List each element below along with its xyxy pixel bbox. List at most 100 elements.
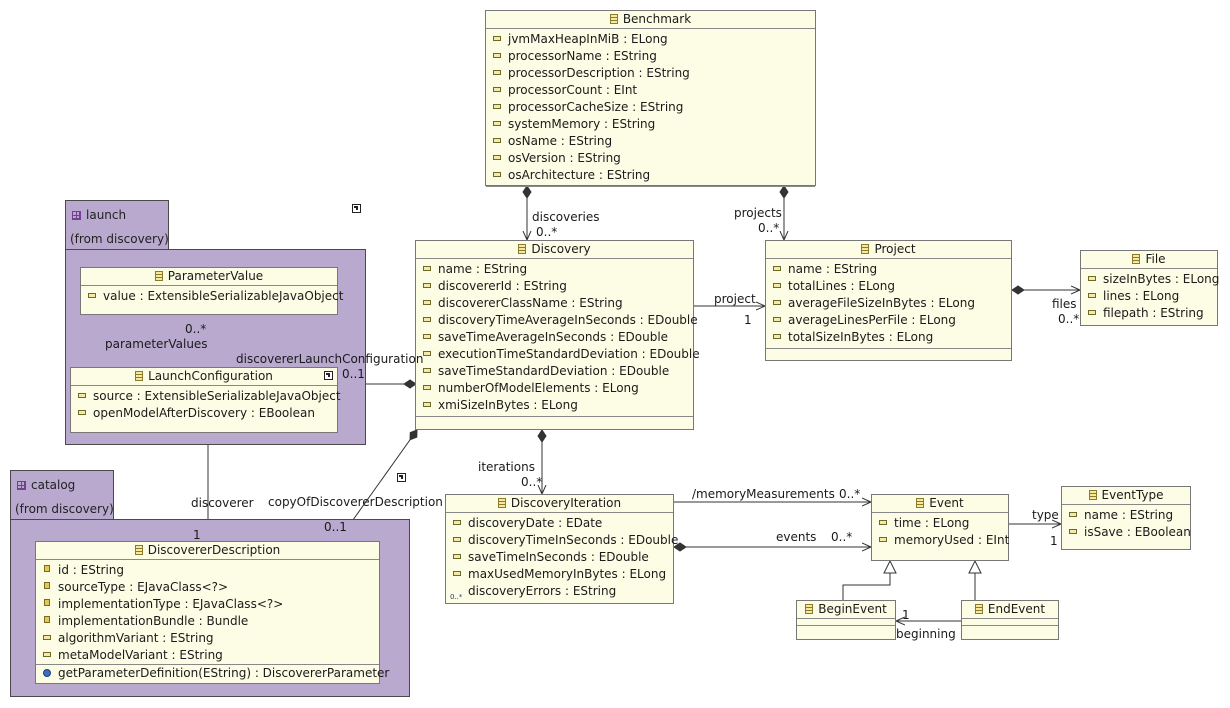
- class-discovererdescription[interactable]: DiscovererDescription id : EString sourc…: [35, 541, 389, 684]
- attribute-list: time : ELong memoryUsed : EInt: [872, 513, 1009, 551]
- attribute[interactable]: source : ExtensibleSerializableJavaObjec…: [71, 388, 341, 405]
- class-discoveryiteration[interactable]: DiscoveryIteration discoveryDate : EDate…: [445, 494, 678, 606]
- attribute[interactable]: value : ExtensibleSerializableJavaObject: [81, 288, 343, 305]
- class-endevent[interactable]: EndEvent: [961, 600, 1059, 640]
- generalization-beginevent[interactable]: [842, 573, 891, 600]
- label-events: events: [776, 530, 817, 544]
- label-discoveries-mult: 0..*: [536, 225, 558, 239]
- attribute[interactable]: totalLines : ELong: [766, 278, 1011, 295]
- operations-compartment: [486, 186, 815, 197]
- attribute[interactable]: osVersion : EString: [486, 150, 815, 167]
- class-name: Event: [929, 496, 964, 510]
- attribute[interactable]: metaModelVariant : EString: [36, 647, 379, 664]
- label-copyofdiscovererdescription: copyOfDiscovererDescription: [268, 495, 443, 509]
- eclass-icon: [861, 244, 870, 254]
- attribute[interactable]: saveTimeInSeconds : EDouble: [446, 549, 673, 566]
- class-launchconfiguration[interactable]: LaunchConfiguration source : ExtensibleS…: [70, 367, 341, 433]
- operations-compartment: getParameterDefinition(EString) : Discov…: [36, 664, 389, 682]
- attribute[interactable]: averageFileSizeInBytes : ELong: [766, 295, 1011, 312]
- label-beginning: beginning: [896, 627, 956, 641]
- attribute[interactable]: xmiSizeInBytes : ELong: [416, 397, 693, 414]
- attribute-list: name : EString isSave : EBoolean: [1062, 505, 1191, 543]
- class-name: Discovery: [531, 242, 591, 256]
- label-iterations: iterations: [478, 460, 535, 474]
- attribute[interactable]: isSave : EBoolean: [1062, 524, 1191, 541]
- package-catalog-from: (from discovery): [15, 502, 114, 516]
- eclass-icon: [518, 244, 527, 254]
- attribute[interactable]: numberOfModelElements : ELong: [416, 380, 693, 397]
- attribute[interactable]: sizeInBytes : ELong: [1081, 271, 1219, 288]
- attribute[interactable]: processorCacheSize : EString: [486, 99, 815, 116]
- operation[interactable]: getParameterDefinition(EString) : Discov…: [36, 665, 389, 682]
- attribute[interactable]: averageLinesPerFile : ELong: [766, 312, 1011, 329]
- attribute[interactable]: openModelAfterDiscovery : EBoolean: [71, 405, 337, 422]
- attribute[interactable]: discoveryDate : EDate: [446, 515, 673, 532]
- attribute[interactable]: discovererClassName : EString: [416, 295, 693, 312]
- class-parametervalue[interactable]: ParameterValue value : ExtensibleSeriali…: [80, 267, 343, 315]
- attribute[interactable]: id : EString: [36, 562, 379, 579]
- class-beginevent[interactable]: BeginEvent: [796, 600, 896, 640]
- attribute[interactable]: implementationType : EJavaClass<?>: [36, 596, 379, 613]
- package-launch-tab[interactable]: launch (from discovery): [65, 200, 169, 250]
- label-memorymeasurements-mult: 0..*: [839, 487, 861, 501]
- attribute[interactable]: name : EString: [766, 261, 1011, 278]
- attribute[interactable]: processorCount : EInt: [486, 82, 815, 99]
- attribute[interactable]: implementationBundle : Bundle: [36, 613, 379, 630]
- class-name: Benchmark: [622, 12, 692, 26]
- attribute[interactable]: lines : ELong: [1081, 288, 1217, 305]
- package-launch-name: launch: [86, 208, 127, 222]
- attribute[interactable]: filepath : EString: [1081, 305, 1217, 322]
- class-name: Project: [874, 242, 916, 256]
- attribute[interactable]: processorName : EString: [486, 48, 815, 65]
- label-project-mult: 1: [744, 313, 752, 327]
- operations-compartment: [766, 348, 1011, 361]
- operations-compartment: [416, 416, 693, 431]
- attribute[interactable]: saveTimeAverageInSeconds : EDouble: [416, 329, 693, 346]
- attribute[interactable]: maxUsedMemoryInBytes : ELong: [446, 566, 673, 583]
- eclass-icon: [497, 498, 506, 508]
- class-benchmark[interactable]: Benchmark jvmMaxHeapInMiB : ELong proces…: [485, 10, 816, 187]
- attribute[interactable]: time : ELong: [872, 515, 1008, 532]
- class-eventtype[interactable]: EventType name : EString isSave : EBoole…: [1061, 486, 1191, 550]
- package-catalog-tab[interactable]: catalog (from discovery): [10, 470, 114, 520]
- attribute[interactable]: osName : EString: [486, 133, 815, 150]
- label-parametervalues-mult: 0..*: [185, 322, 207, 336]
- attribute[interactable]: discovererId : EString: [416, 278, 693, 295]
- attribute-list: sizeInBytes : ELong lines : ELong filepa…: [1081, 269, 1219, 324]
- attribute[interactable]: executionTimeStandardDeviation : EDouble: [416, 346, 700, 363]
- attribute[interactable]: discoveryErrors : EString: [446, 583, 673, 606]
- attribute[interactable]: sourceType : EJavaClass<?>: [36, 579, 379, 596]
- attribute[interactable]: totalSizeInBytes : ELong: [766, 329, 1011, 346]
- eclass-icon: [154, 271, 163, 281]
- label-files: files: [1052, 297, 1077, 311]
- class-project[interactable]: Project name : EString totalLines : ELon…: [765, 240, 1012, 361]
- attribute[interactable]: jvmMaxHeapInMiB : ELong: [486, 31, 815, 48]
- label-discoverer-mult: 1: [193, 528, 201, 542]
- attribute[interactable]: saveTimeStandardDeviation : EDouble: [416, 363, 693, 380]
- class-file[interactable]: File sizeInBytes : ELong lines : ELong f…: [1080, 250, 1219, 326]
- attribute[interactable]: name : EString: [1062, 507, 1190, 524]
- attribute[interactable]: name : EString: [416, 261, 693, 278]
- attribute-list: discoveryDate : EDate discoveryTimeInSec…: [446, 513, 678, 606]
- class-event[interactable]: Event time : ELong memoryUsed : EInt: [871, 494, 1009, 561]
- shortcut-icon: [397, 473, 406, 482]
- attribute[interactable]: systemMemory : EString: [486, 116, 815, 133]
- eclass-icon: [805, 604, 814, 614]
- attribute-list: jvmMaxHeapInMiB : ELong processorName : …: [486, 29, 815, 186]
- label-type: type: [1032, 508, 1059, 522]
- attribute[interactable]: algorithmVariant : EString: [36, 630, 379, 647]
- attribute[interactable]: processorDescription : EString: [486, 65, 815, 82]
- attribute[interactable]: discoveryTimeInSeconds : EDouble: [446, 532, 678, 549]
- label-projects: projects: [734, 206, 782, 220]
- label-discovererlaunchconfiguration: discovererLaunchConfiguration: [236, 352, 424, 366]
- attribute[interactable]: osArchitecture : EString: [486, 167, 815, 184]
- attribute[interactable]: discoveryTimeAverageInSeconds : EDouble: [416, 312, 698, 329]
- label-iterations-mult: 0..*: [521, 475, 543, 489]
- class-discovery[interactable]: Discovery name : EString discovererId : …: [415, 240, 700, 431]
- attribute[interactable]: memoryUsed : EInt: [872, 532, 1009, 549]
- eclass-icon: [916, 498, 925, 508]
- shortcut-icon: [324, 371, 333, 380]
- shortcut-icon: [352, 204, 361, 213]
- eclass-icon: [1088, 490, 1097, 500]
